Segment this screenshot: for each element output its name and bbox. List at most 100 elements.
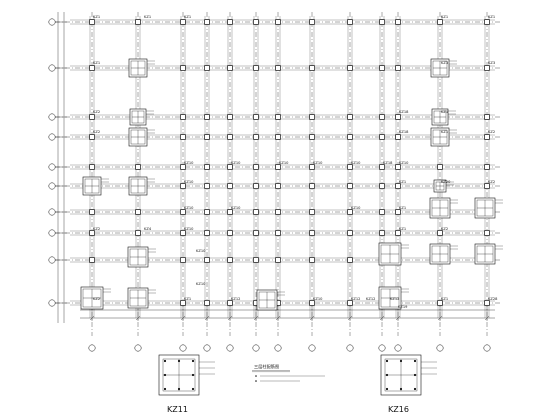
column-marker	[227, 183, 233, 189]
dimension-tick	[379, 315, 385, 321]
column-marker	[275, 164, 281, 170]
column-marker	[275, 209, 281, 215]
column-marker	[347, 65, 353, 71]
column-marker	[227, 300, 233, 306]
column-label-kz3: KZ3	[488, 61, 495, 65]
column-marker	[89, 114, 95, 120]
column-marker	[437, 164, 443, 170]
column-label-kz2: KZ2	[93, 110, 100, 114]
column-marker	[227, 164, 233, 170]
column-marker	[275, 114, 281, 120]
axis-bubble	[48, 113, 56, 121]
column-marker	[180, 19, 186, 25]
column-label-kz1: KZ1	[441, 110, 448, 114]
detail-kz11-section	[158, 354, 215, 396]
column-section-details	[80, 58, 503, 311]
column-marker	[379, 183, 385, 189]
column-label-kz20: KZ20	[441, 180, 451, 184]
column-marker	[180, 230, 186, 236]
column-marker	[180, 257, 186, 263]
axis-bubble	[134, 344, 142, 352]
column-marker	[227, 65, 233, 71]
axis-bubble	[203, 344, 211, 352]
column-marker	[204, 164, 210, 170]
dimension-tick	[180, 315, 186, 321]
column-marker	[253, 134, 259, 140]
axis-bubble	[346, 344, 354, 352]
column-marker	[89, 164, 95, 170]
column-section	[430, 127, 457, 147]
column-section	[256, 289, 285, 311]
column-marker	[253, 183, 259, 189]
column-marker	[309, 19, 315, 25]
column-marker	[347, 230, 353, 236]
column-marker	[395, 230, 401, 236]
column-marker	[89, 257, 95, 263]
column-label-kz2: KZ2	[441, 227, 448, 231]
column-marker	[379, 134, 385, 140]
column-marker	[309, 300, 315, 306]
column-marker	[484, 230, 490, 236]
axis-bubble	[48, 182, 56, 190]
column-marker	[180, 114, 186, 120]
column-marker	[275, 19, 281, 25]
column-label-kz1: KZ1	[144, 15, 151, 19]
column-section	[128, 58, 155, 78]
column-label-kz10: KZ10	[313, 297, 323, 301]
dimension-tick	[89, 315, 95, 321]
column-label-kz10: KZ10	[399, 161, 409, 165]
column-label-kz10: KZ10	[351, 161, 361, 165]
column-label-kz10: KZ10	[351, 206, 361, 210]
column-marker	[204, 209, 210, 215]
column-marker	[309, 230, 315, 236]
axis-bubble	[394, 344, 402, 352]
column-label-kz1: KZ1	[441, 297, 448, 301]
column-section	[429, 243, 458, 265]
column-section	[128, 127, 155, 147]
column-label-kz1: KZ1	[488, 15, 495, 19]
column-marker	[180, 65, 186, 71]
column-marker	[204, 65, 210, 71]
axis-bubble	[436, 344, 444, 352]
column-marker	[309, 164, 315, 170]
column-label-kz2: KZ2	[488, 130, 495, 134]
dimension-tick	[204, 315, 210, 321]
detail-kz16-label: KZ16	[388, 405, 409, 414]
column-marker	[379, 209, 385, 215]
column-marker	[309, 65, 315, 71]
axis-bubble	[48, 256, 56, 264]
column-marker	[395, 209, 401, 215]
column-label-kz10: KZ10	[196, 249, 206, 253]
dimension-tick	[275, 315, 281, 321]
column-section	[474, 243, 503, 265]
dimension-tick	[395, 315, 401, 321]
column-section	[433, 179, 454, 193]
column-label-kz10: KZ10	[184, 206, 194, 210]
axis-bubble	[252, 344, 260, 352]
column-marker	[253, 164, 259, 170]
axis-bubble	[88, 344, 96, 352]
column-marker	[347, 257, 353, 263]
column-label-kz1: KZ1	[93, 15, 100, 19]
column-section	[429, 197, 458, 219]
column-marker	[227, 209, 233, 215]
column-label-kz28: KZ28	[488, 297, 498, 301]
axis-bubble	[274, 344, 282, 352]
column-marker	[135, 164, 141, 170]
dimension-tick	[347, 315, 353, 321]
column-label-kz2: KZ2	[93, 130, 100, 134]
column-label-kz2: KZ2	[93, 297, 100, 301]
column-section	[431, 108, 456, 126]
column-marker	[253, 19, 259, 25]
detail-kz11-label: KZ11	[167, 405, 188, 414]
column-marker	[347, 183, 353, 189]
column-marker	[253, 230, 259, 236]
column-marker	[89, 209, 95, 215]
column-label-kz1: KZ1	[399, 180, 406, 184]
column-section	[127, 287, 156, 309]
column-marker	[309, 114, 315, 120]
column-label-kz1: KZ1	[184, 297, 191, 301]
column-label-kz19: KZ19	[398, 305, 408, 309]
column-marker	[180, 183, 186, 189]
